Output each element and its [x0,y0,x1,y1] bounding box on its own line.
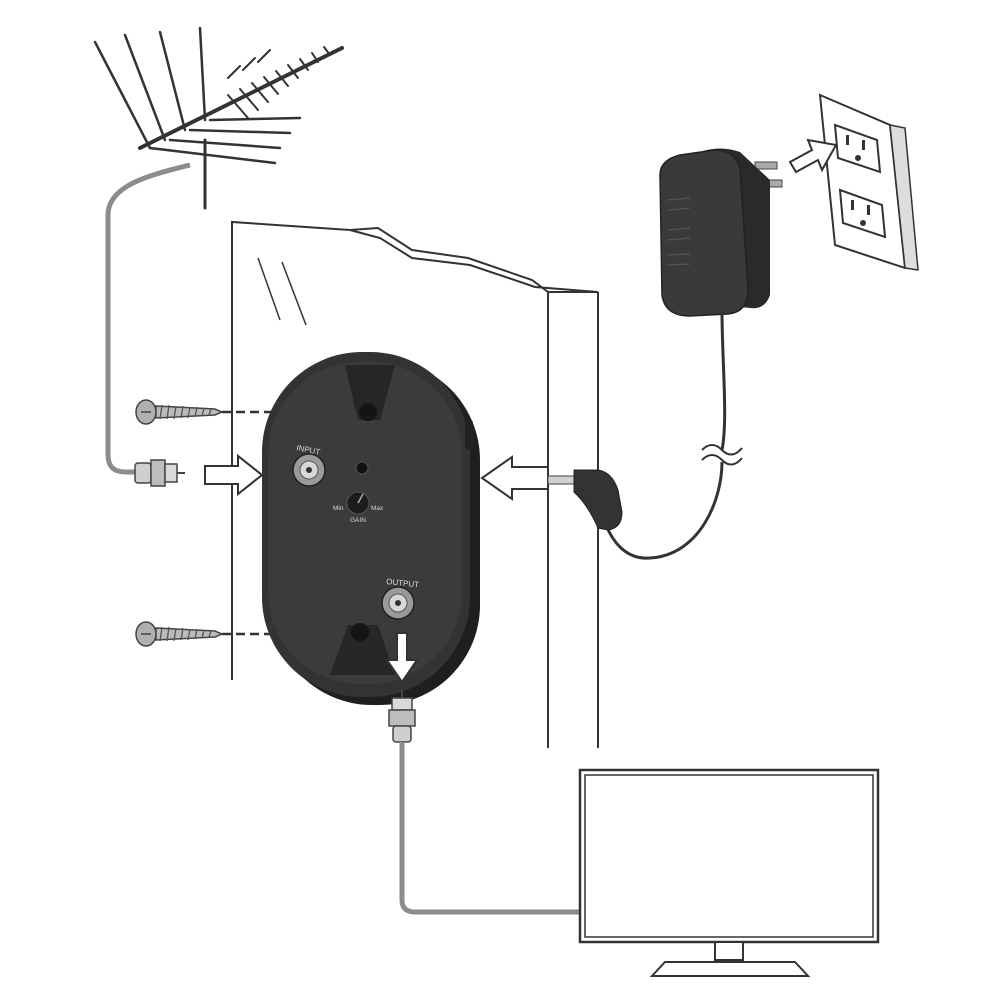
amplifier-icon: INPUT Min Max GAIN OUTPUT [262,352,480,705]
cable-break-icon [701,444,743,466]
arrow-icon [788,138,838,174]
wall-outlet-icon [818,93,919,271]
screw-icon [135,399,224,425]
tv-icon [578,768,880,977]
screw-icon [135,621,224,647]
gain-label: GAIN [350,517,366,524]
output-label: OUTPUT [386,577,420,589]
power-adapter-icon [659,148,783,317]
gain-min-label: Min [333,505,344,512]
power-led [355,461,369,475]
coax-connector-icon [388,690,416,743]
antenna-cable [105,162,191,475]
dc-plug-icon [547,469,623,531]
adapter-cable [604,311,727,560]
coax-connector-icon [134,459,185,487]
arrow-icon [480,455,549,501]
antenna-icon [93,26,344,210]
tv-cable [399,742,580,915]
arrow-icon [204,453,264,497]
gain-max-label: Max [371,505,384,512]
arrow-icon [385,632,419,684]
